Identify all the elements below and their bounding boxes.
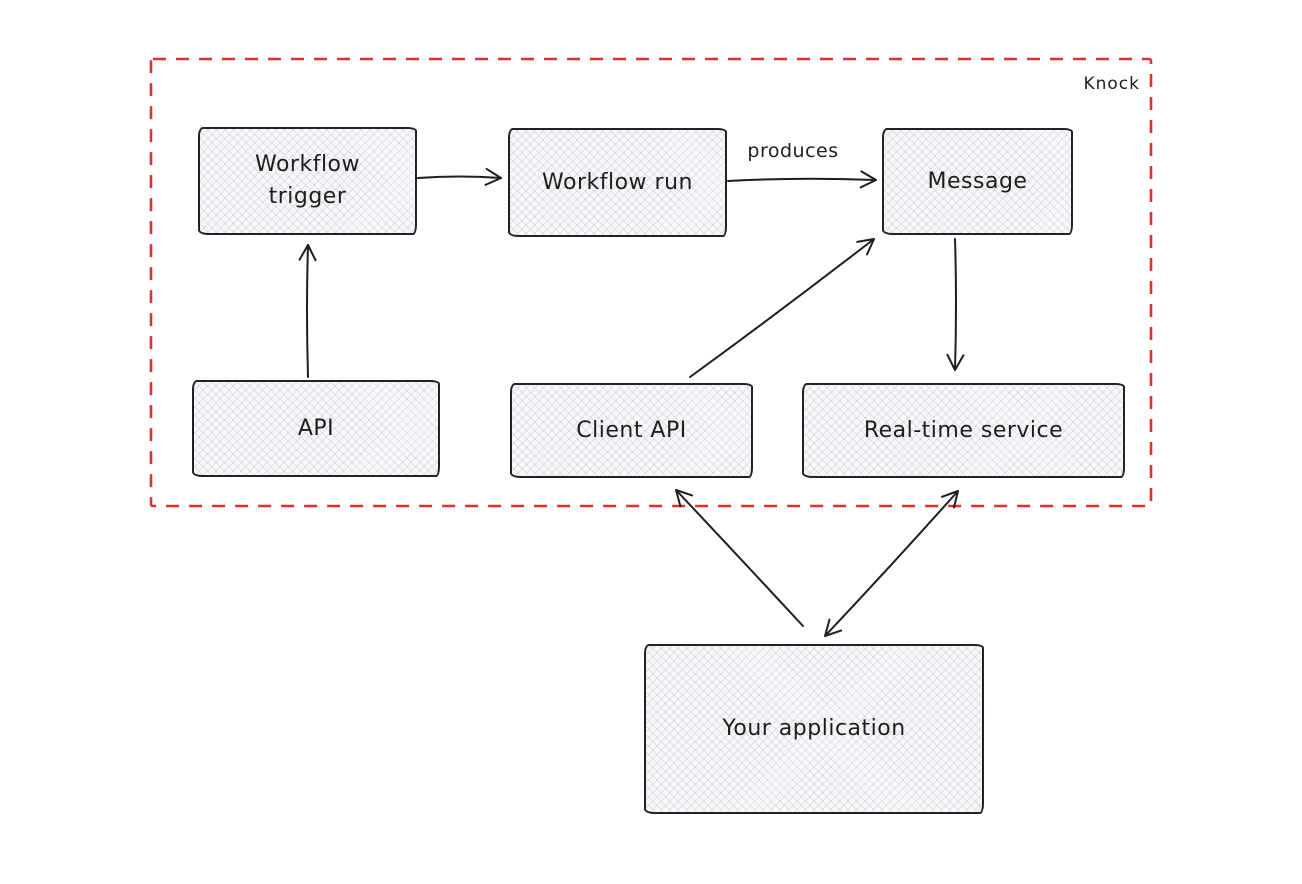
edge-produces-label: produces (747, 140, 839, 162)
node-client-api-label: Client API (576, 417, 687, 443)
edge-your-application-to-real-time-service (824, 490, 959, 637)
node-api: API (192, 380, 440, 477)
edge-workflow-trigger-to-workflow-run (417, 167, 502, 186)
node-your-application: Your application (644, 644, 984, 814)
node-workflow-run: Workflow run (508, 128, 727, 237)
node-workflow-trigger: Workflow trigger (198, 127, 417, 235)
node-workflow-run-label: Workflow run (542, 169, 693, 195)
node-message-label: Message (927, 168, 1028, 194)
node-workflow-trigger-label: Workflow trigger (254, 152, 361, 209)
edge-client-api-to-message (689, 238, 875, 378)
node-real-time-service: Real-time service (802, 383, 1125, 478)
node-client-api: Client API (510, 383, 753, 478)
edge-api-to-workflow-trigger (298, 244, 317, 378)
edge-your-application-to-client-api (675, 489, 804, 627)
edge-workflow-run-to-message (727, 170, 877, 189)
node-your-application-label: Your application (722, 716, 906, 742)
knock-boundary-label: Knock (1083, 74, 1140, 94)
node-message: Message (882, 128, 1073, 235)
node-api-label: API (297, 415, 335, 441)
edge-message-to-real-time-service (946, 238, 965, 371)
node-real-time-service-label: Real-time service (863, 417, 1064, 443)
